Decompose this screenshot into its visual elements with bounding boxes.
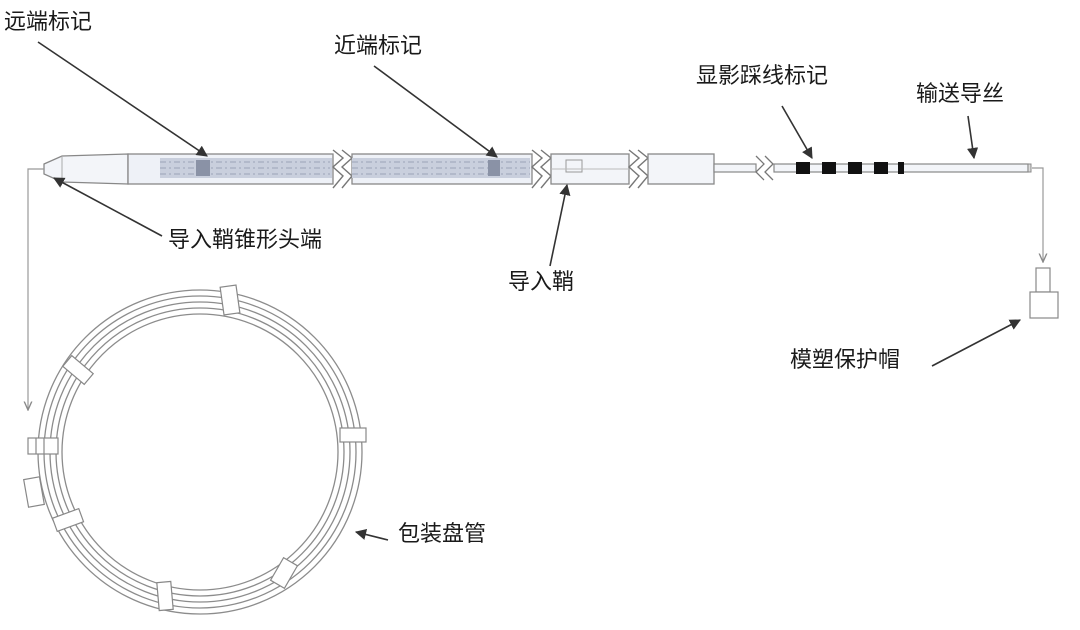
sheath-segment-1 [127, 153, 334, 185]
coil-arrow [354, 529, 389, 541]
guidewire-arrow [967, 115, 979, 160]
leader-arrows [37, 41, 1021, 541]
connection-guides [28, 167, 1043, 410]
radiopaque-marker-label: 显影踩线标记 [696, 64, 829, 89]
distal-marker-label: 远端标记 [4, 10, 93, 35]
sheath-tip-label: 导入鞘锥形头端 [168, 228, 323, 253]
radiopaque-marker-arrow [781, 105, 813, 159]
protective-cap-label: 模塑保护帽 [790, 348, 901, 373]
distal-marker-arrow [37, 41, 208, 157]
sheath-label: 导入鞘 [508, 270, 575, 295]
proximal-marker-arrow [373, 65, 498, 158]
delivery-guidewire [713, 155, 1032, 181]
sheath-tip-arrow [53, 177, 163, 237]
sheath-segment-3 [550, 153, 630, 185]
break-symbol [530, 149, 553, 189]
cap-arrow [931, 319, 1021, 367]
packaging-coil [37, 289, 363, 615]
sheath-arrow [549, 183, 571, 267]
guidewire-label: 输送导丝 [916, 82, 1005, 107]
molded-protective-cap [1029, 267, 1059, 319]
proximal-marker-label: 近端标记 [334, 34, 423, 59]
sheath-segment-2 [351, 153, 533, 185]
radiopaque-marker-bands [796, 162, 904, 174]
packaging-coil-label: 包装盘管 [398, 522, 487, 547]
sheath-hub [647, 153, 715, 185]
coil-end-fittings [22, 437, 59, 508]
break-symbol [627, 149, 650, 189]
break-symbol [331, 149, 354, 189]
coil-clips [51, 284, 367, 612]
